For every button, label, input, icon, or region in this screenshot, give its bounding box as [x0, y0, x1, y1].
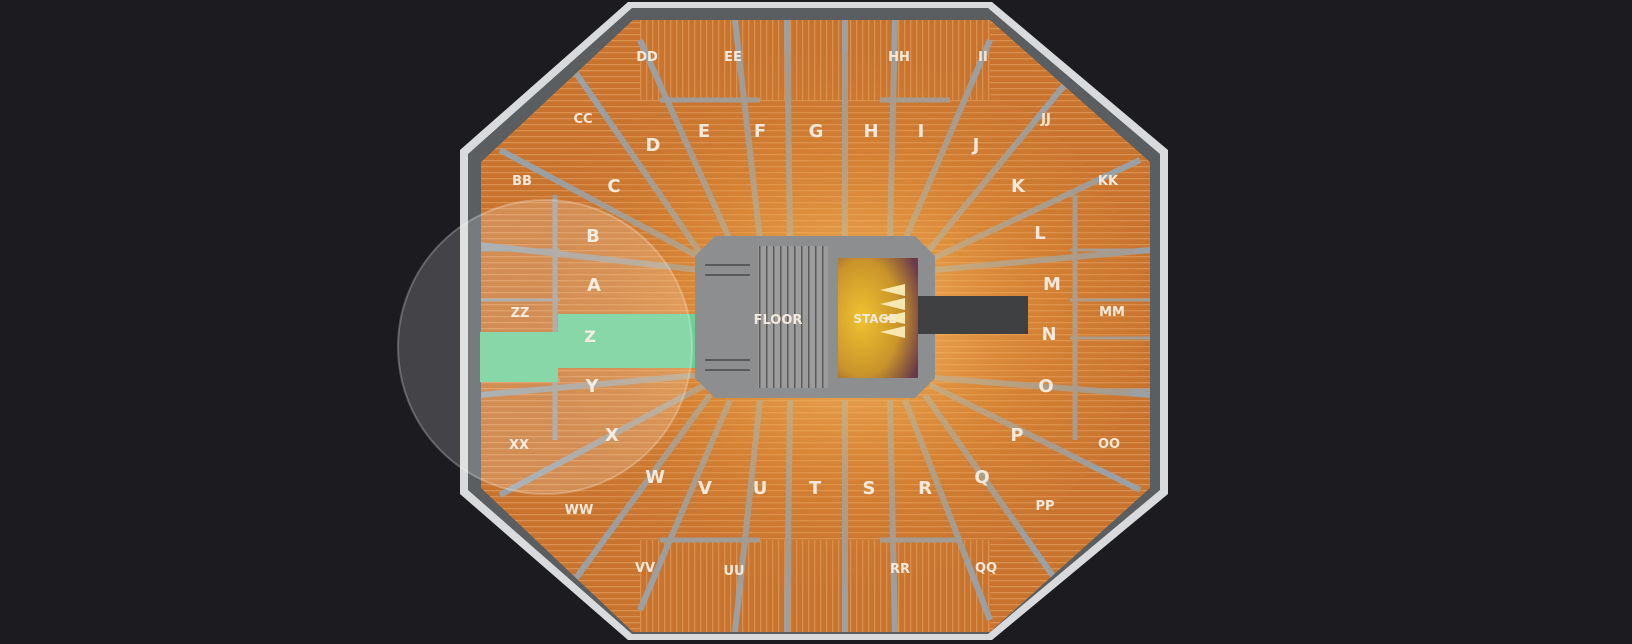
stage-runway [918, 296, 1028, 334]
section-label-hh[interactable]: HH [888, 50, 910, 65]
floor-seats[interactable] [758, 246, 828, 388]
section-label-oo[interactable]: OO [1098, 437, 1120, 452]
section-label-rr[interactable]: RR [890, 562, 910, 577]
floor-label: FLOOR [754, 313, 803, 328]
section-label-g[interactable]: G [809, 121, 824, 142]
section-label-bb[interactable]: BB [512, 174, 532, 189]
section-label-jj[interactable]: JJ [1040, 112, 1051, 127]
section-label-y[interactable]: Y [584, 376, 599, 397]
section-label-ww[interactable]: WW [565, 503, 594, 518]
section-label-o[interactable]: O [1038, 376, 1053, 397]
section-label-m[interactable]: M [1043, 274, 1061, 295]
section-label-n[interactable]: N [1041, 324, 1056, 345]
section-label-vv[interactable]: VV [635, 561, 655, 576]
section-label-w[interactable]: W [645, 467, 665, 488]
section-label-z[interactable]: Z [584, 327, 596, 346]
section-label-x[interactable]: X [605, 425, 619, 446]
section-label-s[interactable]: S [863, 478, 876, 499]
stage-lights [880, 284, 905, 338]
section-label-e[interactable]: E [698, 121, 710, 142]
section-label-v[interactable]: V [698, 478, 712, 499]
section-label-pp[interactable]: PP [1035, 499, 1054, 514]
section-label-ii[interactable]: II [978, 50, 988, 65]
section-label-ee[interactable]: EE [724, 50, 742, 65]
section-label-uu[interactable]: UU [723, 564, 744, 579]
section-label-r[interactable]: R [918, 478, 932, 499]
section-label-l[interactable]: L [1034, 223, 1045, 244]
section-label-mm[interactable]: MM [1099, 305, 1125, 320]
section-label-t[interactable]: T [809, 478, 822, 499]
section-label-qq[interactable]: QQ [975, 561, 997, 576]
hover-lens [397, 199, 693, 495]
section-label-f[interactable]: F [754, 121, 766, 142]
section-label-k[interactable]: K [1011, 176, 1026, 197]
section-label-xx[interactable]: XX [509, 438, 529, 453]
section-label-c[interactable]: C [607, 176, 620, 197]
section-label-i[interactable]: I [918, 121, 925, 142]
section-label-cc[interactable]: CC [573, 112, 592, 127]
section-label-d[interactable]: D [646, 135, 661, 156]
section-label-b[interactable]: B [586, 226, 600, 247]
section-label-h[interactable]: H [863, 121, 878, 142]
section-label-dd[interactable]: DD [636, 50, 658, 65]
section-label-j[interactable]: J [971, 135, 980, 156]
section-label-p[interactable]: P [1010, 425, 1023, 446]
selected-section-z[interactable] [480, 314, 695, 382]
section-label-a[interactable]: A [587, 275, 601, 296]
section-label-zz[interactable]: ZZ [511, 306, 530, 321]
section-label-q[interactable]: Q [974, 467, 989, 488]
stage-label: STAGE [853, 312, 896, 326]
section-label-kk[interactable]: KK [1098, 174, 1119, 189]
section-label-u[interactable]: U [753, 478, 768, 499]
